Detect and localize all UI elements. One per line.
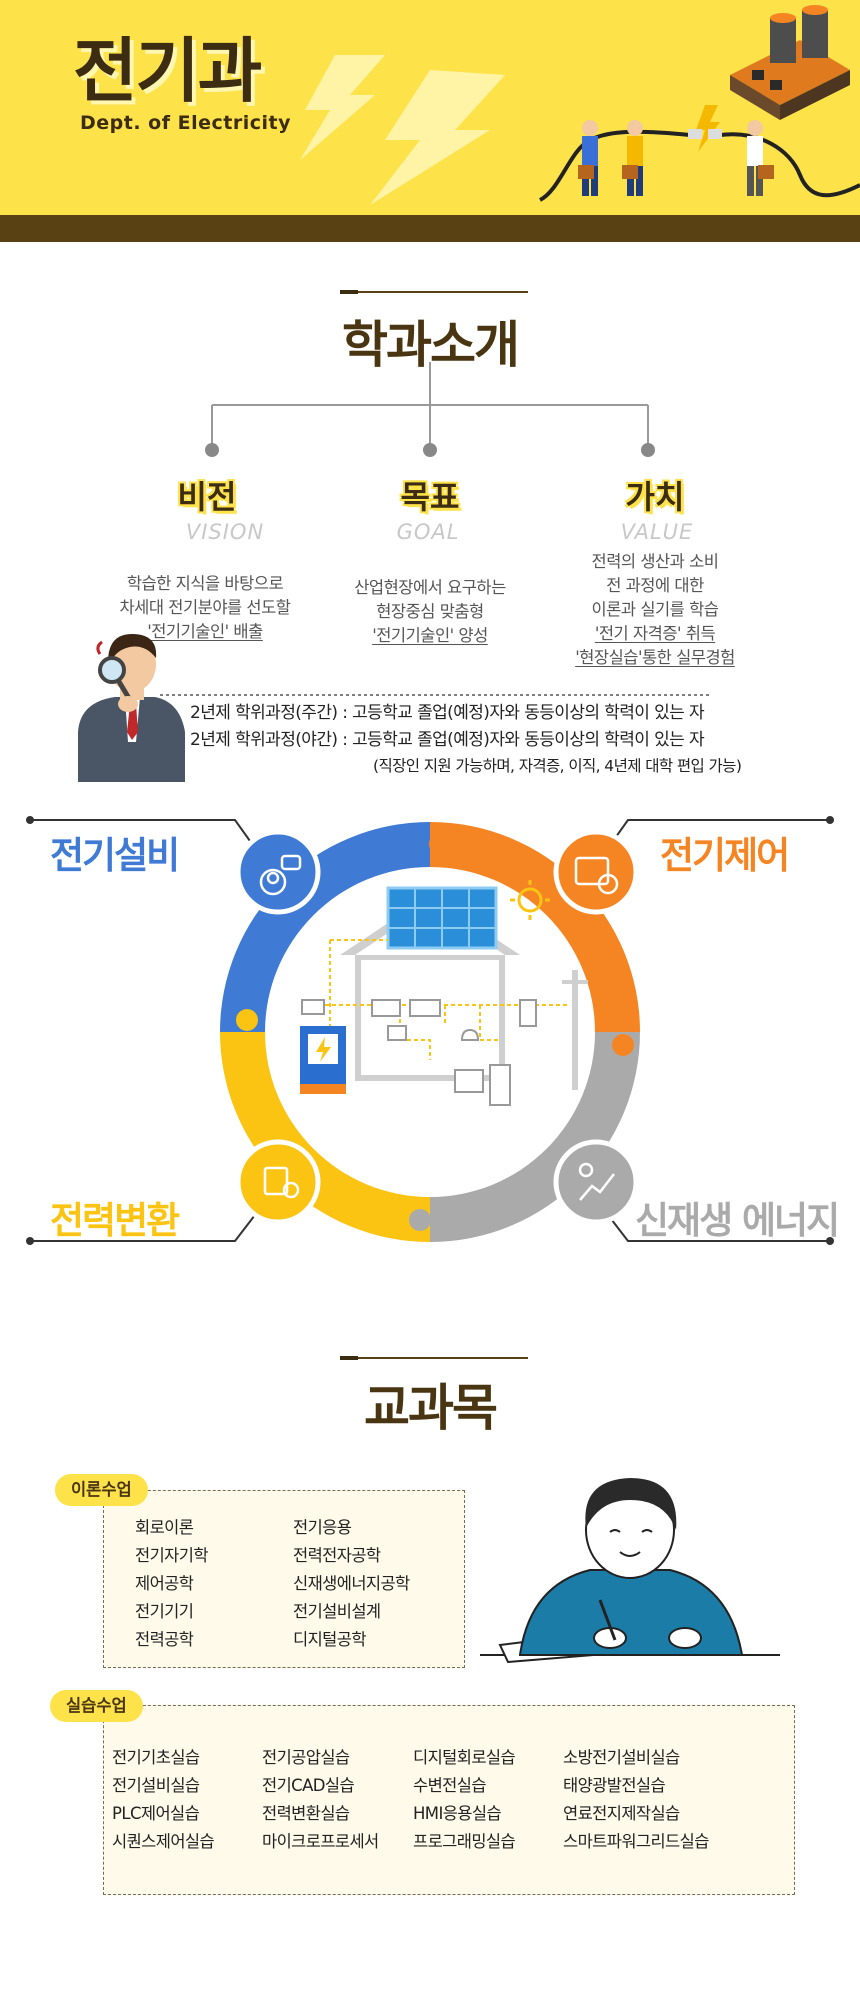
theory-box bbox=[103, 1490, 465, 1668]
practice-tag: 실습수업 bbox=[50, 1690, 143, 1722]
course-item: 디지털공학 bbox=[293, 1630, 367, 1649]
course-item: 전기공압실습 bbox=[262, 1748, 350, 1767]
course-item: 전기응용 bbox=[293, 1518, 352, 1537]
lightning-bolt-icon bbox=[300, 55, 720, 205]
value-title: 가치 bbox=[625, 478, 685, 516]
course-item: 전기자기학 bbox=[135, 1546, 209, 1565]
course-item: 디지털회로실습 bbox=[413, 1748, 516, 1767]
vision-title: 비전 bbox=[177, 478, 237, 516]
course-item: 수변전실습 bbox=[413, 1776, 487, 1795]
section-divider bbox=[358, 291, 528, 293]
admission-divider bbox=[160, 694, 710, 696]
section-accent bbox=[340, 290, 358, 294]
goal-en: GOAL bbox=[396, 520, 460, 544]
man-magnifier-illustration bbox=[78, 634, 185, 782]
field-label-bottom-right: 신재생 에너지 bbox=[635, 1199, 840, 1242]
value-text: 전력의 생산과 소비 전 과정에 대한 이론과 실기를 학습 '전기 자격증' … bbox=[575, 552, 735, 667]
course-item: 전기설비실습 bbox=[112, 1776, 200, 1795]
workers-cable-illustration bbox=[538, 120, 860, 202]
dept-title: 전기과 bbox=[73, 30, 262, 112]
course-item: 전기기기 bbox=[135, 1602, 194, 1621]
admission-note: (직장인 지원 가능하며, 자격증, 이직, 4년제 대학 편입 가능) bbox=[373, 757, 742, 775]
course-item: 전력전자공학 bbox=[293, 1546, 381, 1565]
dept-subtitle: Dept. of Electricity bbox=[80, 112, 291, 134]
practice-box bbox=[103, 1705, 795, 1895]
vision-text: 학습한 지식을 바탕으로 차세대 전기분야를 선도할 '전기기술인' 배출 bbox=[119, 574, 291, 641]
intro-tree-connector bbox=[205, 362, 655, 457]
course-item: 전력변환실습 bbox=[262, 1804, 350, 1823]
course-item: PLC제어실습 bbox=[112, 1804, 200, 1823]
course-item: 시퀀스제어실습 bbox=[112, 1832, 215, 1851]
course-item: 태양광발전실습 bbox=[563, 1776, 666, 1795]
course-item: 프로그래밍실습 bbox=[413, 1832, 516, 1851]
admission-day: 2년제 학위과정(주간) : 고등학교 졸업(예정)자와 동등이상의 학력이 있… bbox=[190, 703, 705, 723]
section-divider bbox=[358, 1357, 528, 1359]
header-band bbox=[0, 215, 860, 242]
field-label-bottom-left: 전력변환 bbox=[50, 1199, 180, 1242]
field-label-top-left: 전기설비 bbox=[50, 834, 180, 877]
vision-en: VISION bbox=[185, 520, 265, 544]
value-en: VALUE bbox=[620, 520, 694, 544]
course-item: 전기CAD실습 bbox=[262, 1776, 355, 1795]
course-item: 신재생에너지공학 bbox=[293, 1574, 410, 1593]
course-item: 회로이론 bbox=[135, 1518, 194, 1537]
course-item: 스마트파워그리드실습 bbox=[563, 1832, 709, 1851]
student-studying-illustration bbox=[480, 1478, 780, 1664]
course-item: 전력공학 bbox=[135, 1630, 194, 1649]
field-ring-diagram bbox=[26, 816, 834, 1245]
header-banner: 전기과 Dept. of Electricity bbox=[0, 0, 860, 215]
field-label-top-right: 전기제어 bbox=[660, 834, 790, 877]
goal-title: 목표 bbox=[400, 478, 460, 516]
section-title-curriculum: 교과목 bbox=[364, 1379, 498, 1437]
course-item: 마이크로프로세서 bbox=[262, 1832, 379, 1851]
course-item: 연료전지제작실습 bbox=[563, 1804, 680, 1823]
course-item: HMI응용실습 bbox=[413, 1804, 502, 1823]
course-item: 소방전기설비실습 bbox=[563, 1748, 680, 1767]
course-item: 전기설비설계 bbox=[293, 1602, 381, 1621]
course-item: 전기기초실습 bbox=[112, 1748, 200, 1767]
factory-icon bbox=[730, 5, 850, 120]
course-item: 제어공학 bbox=[135, 1574, 194, 1593]
section-accent bbox=[340, 1356, 358, 1360]
admission-night: 2년제 학위과정(야간) : 고등학교 졸업(예정)자와 동등이상의 학력이 있… bbox=[190, 730, 705, 750]
goal-text: 산업현장에서 요구하는 현장중심 맞춤형 '전기기술인' 양성 bbox=[354, 578, 506, 645]
theory-tag: 이론수업 bbox=[55, 1474, 148, 1506]
